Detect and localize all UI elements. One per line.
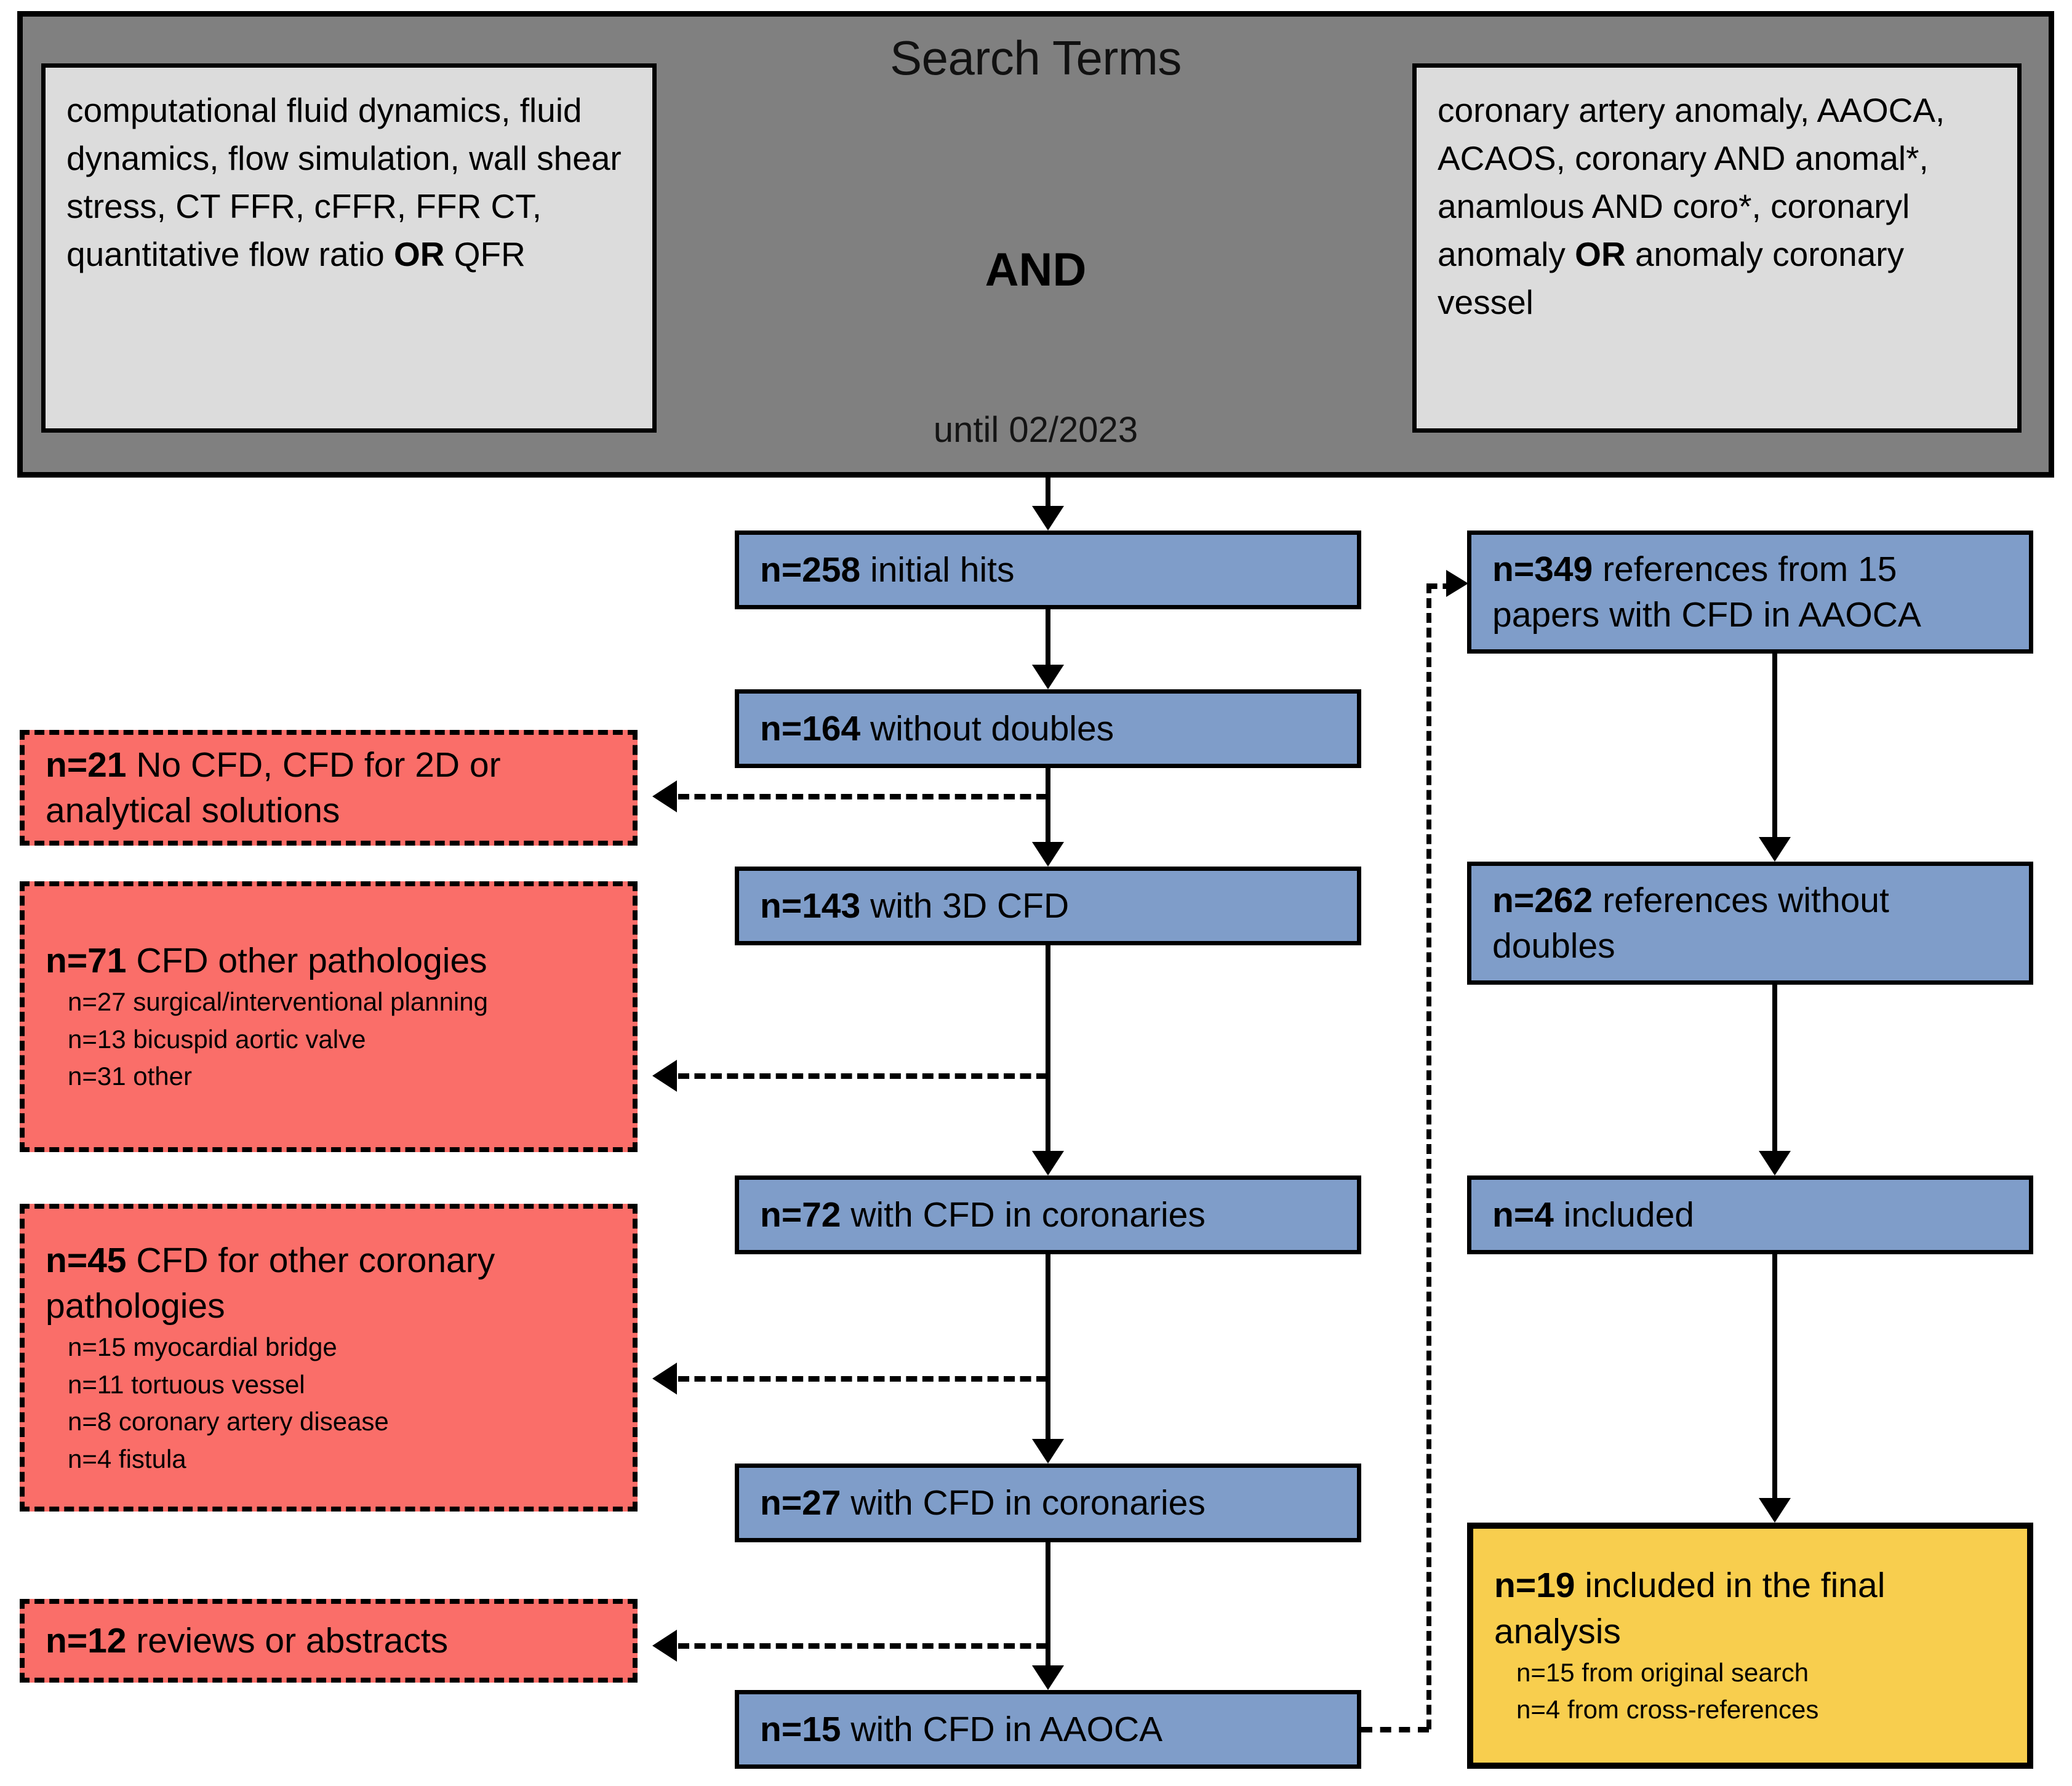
node-label: references from 15 papers with CFD in AA… <box>1492 549 1921 635</box>
node-count: n=164 <box>760 708 861 748</box>
node-cfd-in-aaoca-15[interactable]: n=15 with CFD in AAOCA <box>735 1690 1361 1769</box>
connector-164-to-143 <box>1046 768 1050 842</box>
arrowhead-exclusion-71 <box>652 1060 677 1092</box>
exclusion-detail: n=15 myocardial bridge <box>68 1332 337 1362</box>
exclusion-label: reviews or abstracts <box>136 1620 449 1660</box>
node-references-349[interactable]: n=349 references from 15 papers with CFD… <box>1467 531 2033 654</box>
final-detail-original-search: n=15 from original search <box>1516 1657 1809 1687</box>
exclusion-detail: n=8 coronary artery disease <box>68 1407 389 1436</box>
exclusion-count: n=71 <box>46 941 127 981</box>
node-count: n=72 <box>760 1195 841 1235</box>
connector-header-to-258 <box>1046 478 1050 508</box>
node-label: initial hits <box>870 550 1015 590</box>
exclusion-label: CFD for other coronary pathologies <box>46 1240 495 1326</box>
boolean-operator-and: AND <box>985 244 1087 296</box>
exclusion-count: n=12 <box>46 1620 127 1660</box>
connector-to-exclusion-12 <box>678 1643 1047 1649</box>
arrowhead-to-258 <box>1032 506 1064 531</box>
arrowhead-exclusion-12 <box>652 1630 677 1662</box>
search-terms-band: Search Terms AND until 02/2023 computati… <box>17 11 2054 478</box>
arrowhead-to-19 <box>1759 1498 1791 1523</box>
page-title: Search Terms <box>890 31 1182 85</box>
arrowhead-exclusion-21 <box>652 780 677 812</box>
exclusion-cfd-other-pathologies-71[interactable]: n=71 CFD other pathologies n=27 surgical… <box>20 881 638 1152</box>
connector-72-to-27 <box>1046 1254 1050 1439</box>
connector-15-to-crossref-horizontal <box>1361 1727 1429 1732</box>
arrowhead-crossref-to-349 <box>1446 570 1468 597</box>
exclusion-detail: n=31 other <box>68 1062 193 1091</box>
exclusion-label: No CFD, CFD for 2D or analytical solutio… <box>46 745 501 830</box>
connector-4-to-19 <box>1772 1254 1777 1498</box>
final-count: n=19 <box>1494 1566 1575 1606</box>
node-cfd-in-coronaries-72[interactable]: n=72 with CFD in coronaries <box>735 1175 1361 1254</box>
node-count: n=27 <box>760 1483 841 1523</box>
connector-27-to-15 <box>1046 1542 1050 1665</box>
connector-to-exclusion-45 <box>678 1376 1047 1382</box>
node-final-analysis-19[interactable]: n=19 included in the final analysis n=15… <box>1467 1523 2033 1769</box>
final-detail-cross-references: n=4 from cross-references <box>1516 1695 1819 1724</box>
node-label: with CFD in AAOCA <box>850 1709 1163 1749</box>
node-included-4[interactable]: n=4 included <box>1467 1175 2033 1254</box>
arrowhead-exclusion-45 <box>652 1363 677 1395</box>
node-initial-hits[interactable]: n=258 initial hits <box>735 531 1361 609</box>
node-count: n=4 <box>1492 1195 1554 1235</box>
arrowhead-to-262 <box>1759 837 1791 862</box>
exclusion-label: CFD other pathologies <box>136 941 487 981</box>
search-terms-left-box: computational fluid dynamics, fluid dyna… <box>41 63 657 433</box>
node-count: n=262 <box>1492 880 1593 920</box>
search-terms-right-box: coronary artery anomaly, AAOCA, ACAOS, c… <box>1412 63 2022 433</box>
connector-258-to-164 <box>1046 609 1050 666</box>
exclusion-detail: n=4 fistula <box>68 1444 186 1473</box>
node-count: n=15 <box>760 1709 841 1749</box>
node-label: references without doubles <box>1492 880 1889 966</box>
connector-crossref-vertical <box>1426 583 1431 1729</box>
exclusion-count: n=21 <box>46 745 127 785</box>
node-references-without-doubles-262[interactable]: n=262 references without doubles <box>1467 862 2033 985</box>
node-count: n=349 <box>1492 549 1593 589</box>
node-label: included <box>1563 1195 1694 1235</box>
exclusion-detail: n=11 tortuous vessel <box>68 1369 305 1399</box>
node-label: with 3D CFD <box>870 886 1070 926</box>
exclusion-count: n=45 <box>46 1240 127 1280</box>
node-cfd-in-coronaries-27[interactable]: n=27 with CFD in coronaries <box>735 1464 1361 1542</box>
exclusion-detail: n=13 bicuspid aortic valve <box>68 1024 366 1054</box>
connector-262-to-4 <box>1772 985 1777 1151</box>
node-label: without doubles <box>870 708 1114 748</box>
arrowhead-to-4 <box>1759 1151 1791 1175</box>
node-label: with CFD in coronaries <box>850 1483 1206 1523</box>
exclusion-reviews-abstracts-12[interactable]: n=12 reviews or abstracts <box>20 1599 638 1683</box>
arrowhead-to-15 <box>1032 1665 1064 1690</box>
node-count: n=143 <box>760 886 861 926</box>
arrowhead-to-27 <box>1032 1439 1064 1464</box>
node-count: n=258 <box>760 550 861 590</box>
node-with-3d-cfd[interactable]: n=143 with 3D CFD <box>735 867 1361 945</box>
final-label: included in the final analysis <box>1494 1566 1886 1651</box>
arrowhead-to-143 <box>1032 842 1064 867</box>
arrowhead-to-72 <box>1032 1151 1064 1175</box>
connector-crossref-to-349 <box>1426 583 1454 589</box>
node-label: with CFD in coronaries <box>850 1195 1206 1235</box>
arrowhead-to-164 <box>1032 665 1064 689</box>
connector-143-to-72 <box>1046 945 1050 1151</box>
node-without-doubles[interactable]: n=164 without doubles <box>735 689 1361 768</box>
exclusion-cfd-other-coronary-45[interactable]: n=45 CFD for other coronary pathologies … <box>20 1204 638 1512</box>
connector-to-exclusion-71 <box>678 1073 1047 1079</box>
connector-349-to-262 <box>1772 654 1777 837</box>
exclusion-no-cfd-21[interactable]: n=21 No CFD, CFD for 2D or analytical so… <box>20 730 638 846</box>
exclusion-detail: n=27 surgical/interventional planning <box>68 987 488 1017</box>
connector-to-exclusion-21 <box>678 794 1047 799</box>
date-limit-label: until 02/2023 <box>933 410 1138 450</box>
